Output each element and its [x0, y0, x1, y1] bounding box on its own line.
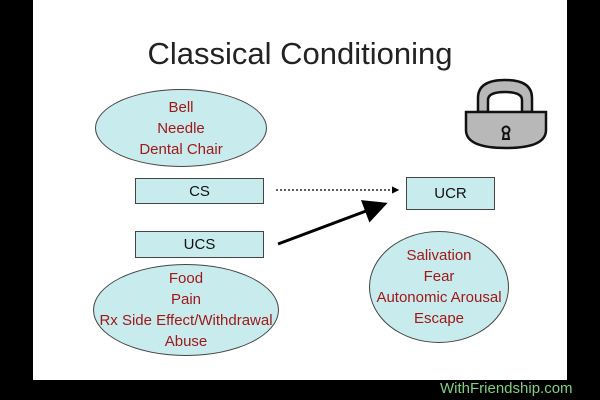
cs-example: Needle [157, 119, 205, 137]
site-link[interactable]: WithFriendship.com [440, 380, 573, 397]
ucs-example: Pain [170, 291, 202, 308]
ucr-examples-ellipse: Salivation Fear Autonomic Arousal Escape [369, 231, 509, 343]
ucs-label: UCS [183, 236, 216, 253]
ucs-box: UCS [135, 231, 264, 258]
ucs-example: Rx Side Effect/Withdrawal [99, 312, 273, 329]
ucr-example: Escape [413, 310, 465, 327]
ucr-box: UCR [406, 177, 495, 210]
cs-box: CS [135, 178, 264, 204]
added-on-text: added on [337, 380, 400, 397]
ucr-label: UCR [434, 185, 467, 202]
ucs-example: Food [168, 270, 204, 287]
slide-title: Classical Conditioning [147, 36, 453, 71]
cs-example: Bell [168, 98, 194, 116]
padlock-icon [464, 78, 548, 150]
cs-label: CS [189, 182, 210, 200]
ucs-example: Abuse [164, 333, 208, 350]
ucs-examples-ellipse: Food Pain Rx Side Effect/Withdrawal Abus… [93, 264, 279, 356]
ucr-example: Salivation [406, 247, 472, 264]
cs-examples-ellipse: Bell Needle Dental Chair [95, 89, 267, 167]
solid-arrow [277, 200, 388, 246]
ucr-example: Autonomic Arousal [376, 289, 502, 306]
ucr-example: Fear [423, 268, 455, 285]
cs-example: Dental Chair [139, 140, 223, 158]
